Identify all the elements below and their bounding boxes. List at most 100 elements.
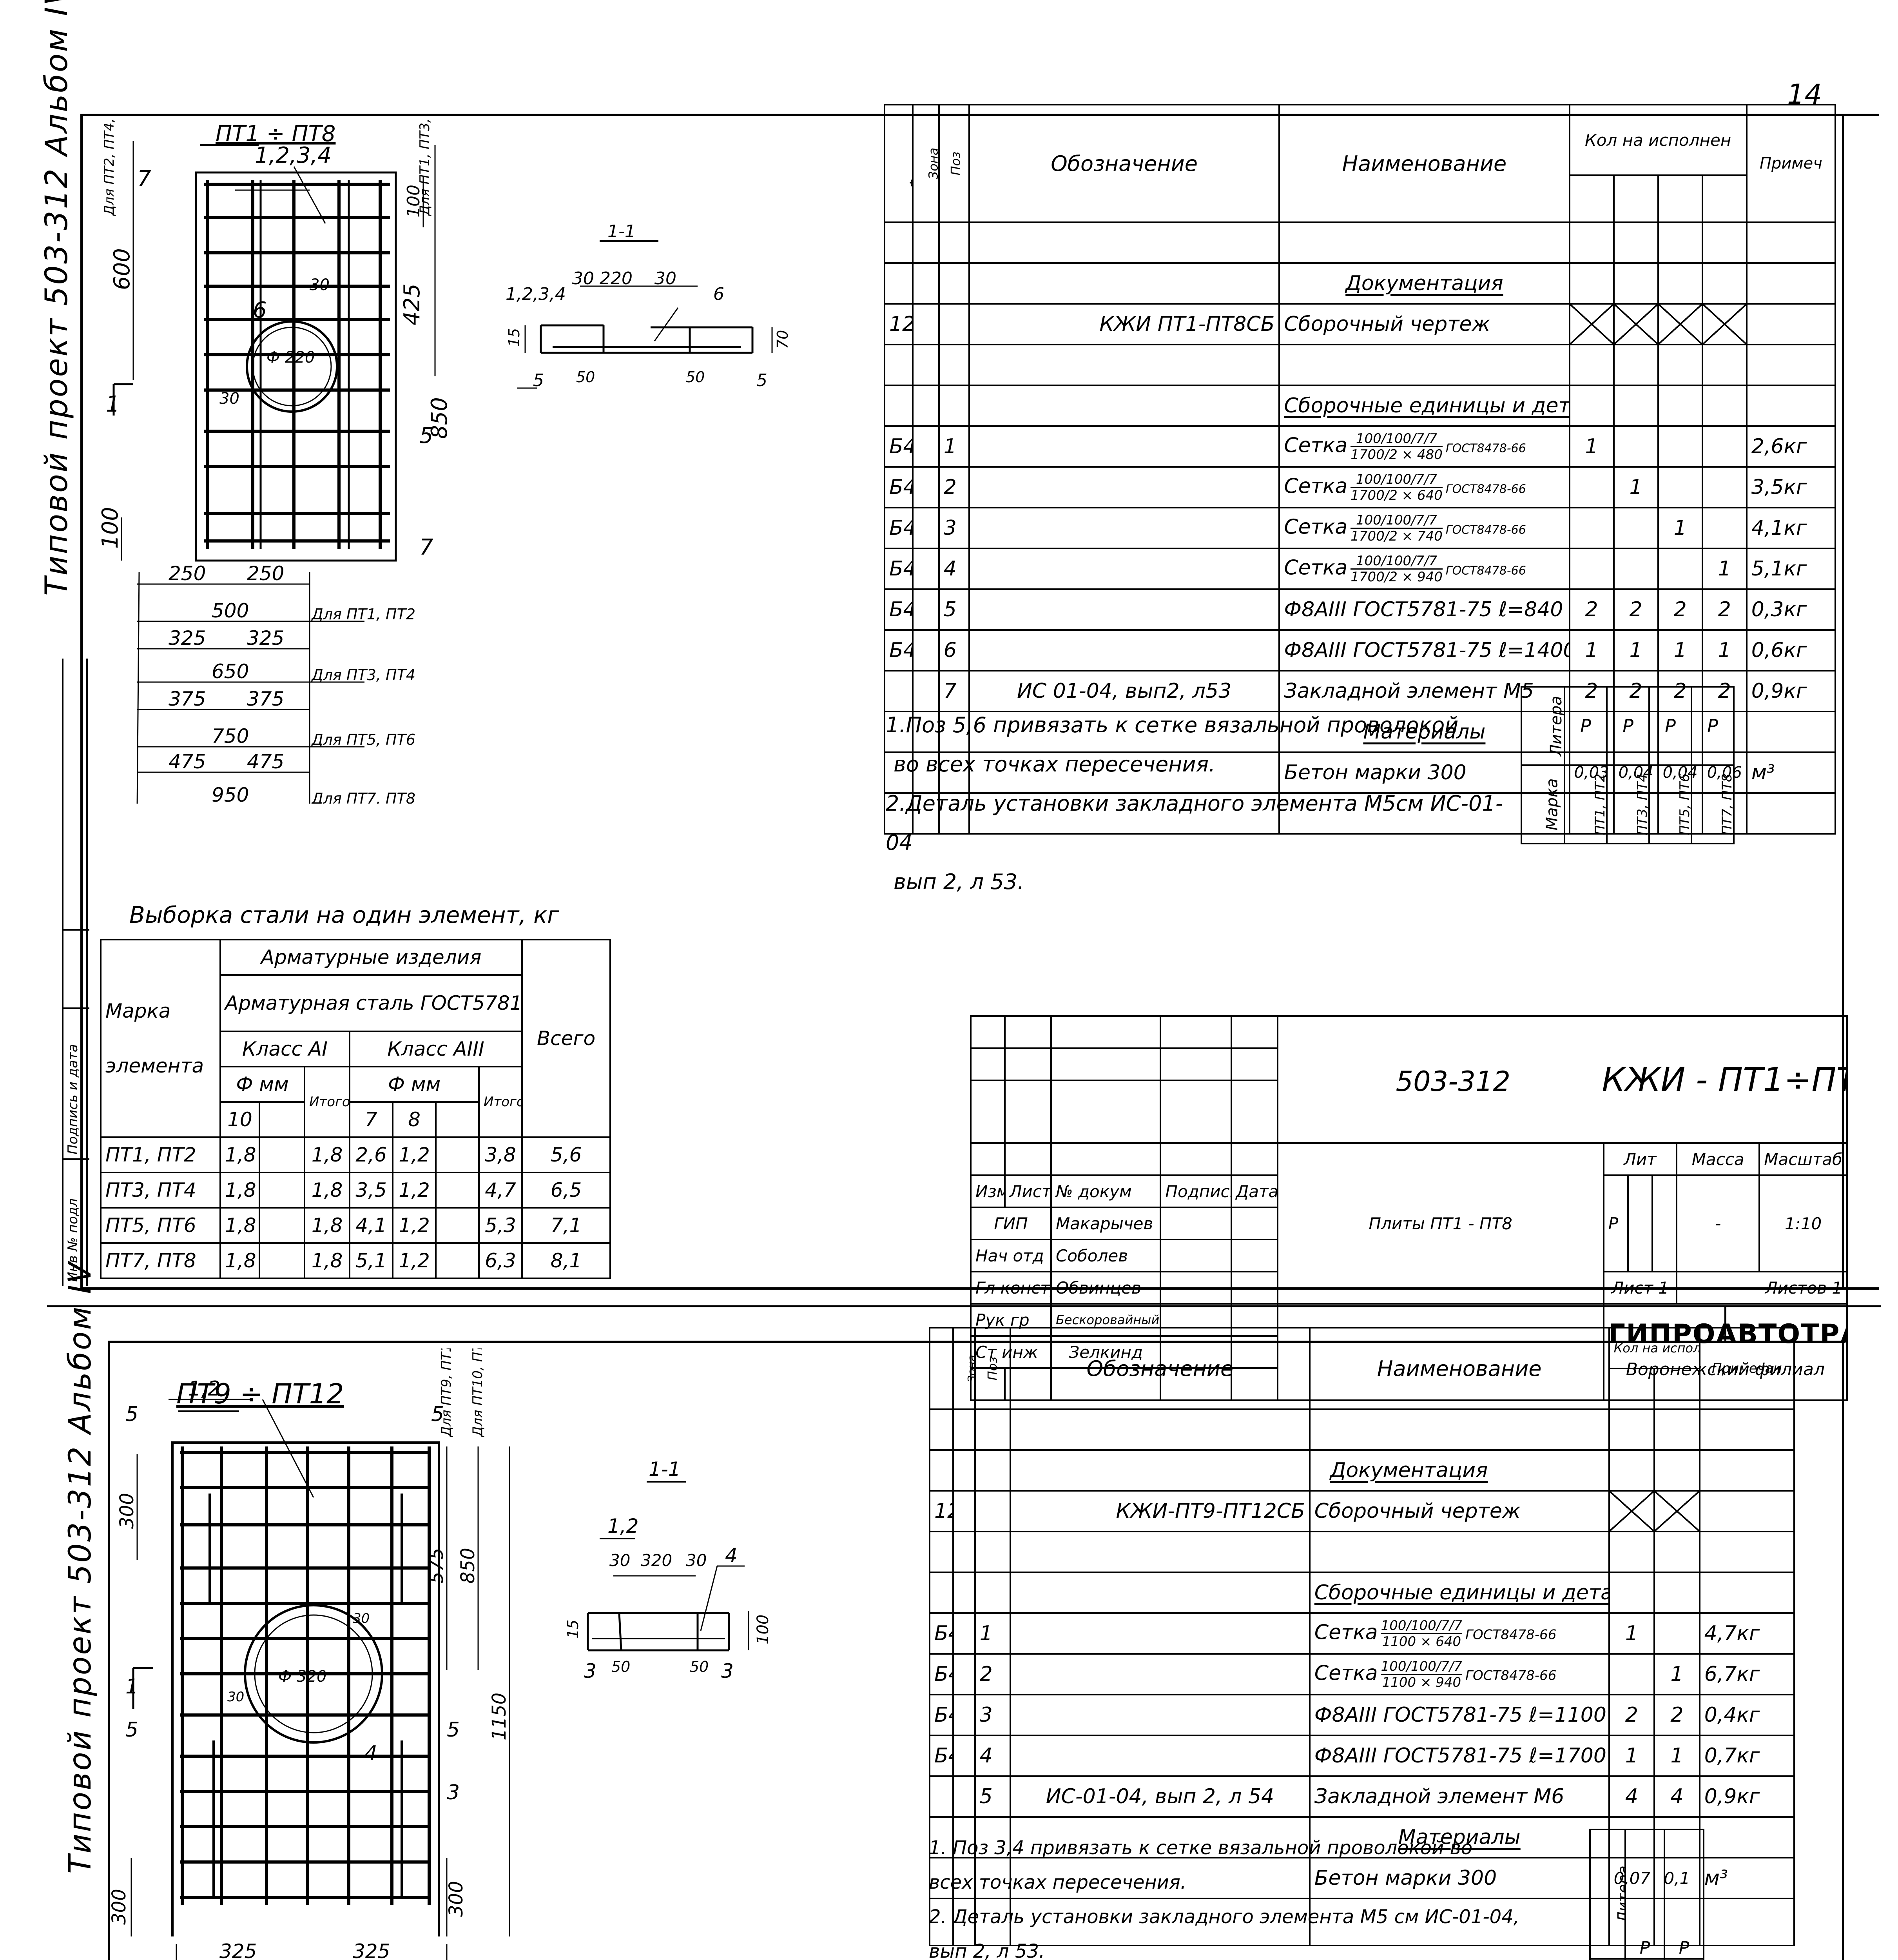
sheet-2-section-drawing: 1-1 1,2 4 3 3 30 320 30 50 50 15 100 — [564, 1458, 772, 1682]
svg-text:Для ПТ1, ПТ3, ПТ5, ПТ7: Для ПТ1, ПТ3, ПТ5, ПТ7 — [417, 118, 433, 216]
sheet-1-plan-drawing: ПТ1 ÷ ПТ8 1,2,3,4 7 6 5 7 30 30 Ф 220 60… — [98, 118, 452, 804]
svg-text:30: 30 — [353, 1611, 370, 1626]
svg-text:750: 750 — [212, 725, 249, 748]
spec-row: 12г КЖИ-ПТ9-ПТ12СБ Сборочный чертеж — [928, 1490, 1795, 1532]
svg-text:5: 5 — [125, 1403, 138, 1426]
svg-text:375: 375 — [247, 688, 284, 710]
svg-text:500: 500 — [212, 599, 249, 622]
svg-text:30: 30 — [572, 269, 594, 289]
svg-text:1,2: 1,2 — [188, 1377, 221, 1401]
sheet-1-title-block: 503-312 КЖИ - ПТ1÷ПТ8 Плиты ПТ1 - ПТ8 Ли… — [970, 1015, 1848, 1401]
svg-text:6: 6 — [713, 284, 724, 304]
svg-text:30: 30 — [686, 1551, 707, 1570]
svg-text:250: 250 — [247, 562, 284, 585]
svg-text:5: 5 — [756, 370, 767, 390]
svg-text:Ф 220: Ф 220 — [266, 348, 315, 367]
svg-text:5: 5 — [431, 1403, 444, 1426]
sheet-1-steel-table: Марка элемента Арматурные изделия Всего … — [100, 939, 611, 1279]
svg-text:7: 7 — [419, 535, 433, 560]
header-designation: Обозначение — [968, 104, 1280, 223]
svg-text:320: 320 — [641, 1551, 672, 1570]
svg-text:1: 1 — [125, 1675, 138, 1699]
svg-text:325: 325 — [247, 627, 284, 650]
tb-project: 503-312 — [1396, 1065, 1511, 1098]
svg-text:475: 475 — [247, 750, 284, 773]
sheet-1-side-label: Типовой проект 503-312 Альбом IV — [39, 0, 74, 596]
spec-header-row: Формат Зона Поз Обозначение Наименование… — [884, 104, 1836, 223]
svg-text:4: 4 — [364, 1742, 377, 1765]
sheet-1-litera-table: Литера Р Р Р Р Марка ПТ1, ПТ2 ПТ3, ПТ4 П… — [1521, 686, 1735, 844]
svg-text:30: 30 — [310, 276, 330, 294]
svg-text:Для ПТ5, ПТ6: Для ПТ5, ПТ6 — [311, 731, 415, 748]
svg-text:Для ПТ10, ПТ12: Для ПТ10, ПТ12 — [470, 1348, 486, 1437]
sheet-2-side-label: Типовой проект 503-312 Альбом IV — [63, 1261, 98, 1874]
svg-text:1: 1 — [106, 392, 120, 417]
svg-text:30: 30 — [227, 1689, 244, 1705]
svg-text:325: 325 — [219, 1940, 257, 1960]
svg-text:Для ПТ2, ПТ4, ПТ6, ПТ8: Для ПТ2, ПТ4, ПТ6, ПТ8 — [102, 118, 117, 216]
sheet-1-section-drawing: 1-1 30 220 30 1,2,3,4 6 5 5 50 50 15 70 — [506, 221, 791, 390]
svg-text:50: 50 — [576, 368, 595, 386]
sheet-divider — [47, 1305, 1881, 1307]
svg-text:15: 15 — [506, 328, 523, 347]
svg-text:100: 100 — [98, 507, 123, 549]
sheet-2-width-dims: 325 325 650 Для ПТ9, ПТ10 475 475 950 Дл… — [176, 1940, 448, 1960]
header-qty: Кол на испол — [1608, 1327, 1700, 1369]
svg-text:600: 600 — [109, 248, 135, 290]
margin-stamp-signature: Подпись и дата — [65, 1044, 81, 1154]
svg-text:4: 4 — [725, 1544, 738, 1567]
svg-text:5: 5 — [533, 370, 544, 390]
header-note: Примечан — [1699, 1327, 1795, 1410]
svg-text:3: 3 — [584, 1660, 596, 1682]
header-name: Наименование — [1278, 104, 1570, 223]
sheet-2-plan-drawing: ПТ9 ÷ ПТ12 1,2 5 5 5 5 4 3 30 30 Ф 320 3… — [110, 1348, 510, 1936]
svg-text:Ф 320: Ф 320 — [278, 1668, 327, 1686]
sheet-1-notes: 1.Поз 5,6 привязать к сетке вязальной пр… — [886, 713, 1503, 894]
svg-text:7: 7 — [137, 166, 151, 192]
spec-section-units: Сборочные единицы и детали — [884, 385, 1836, 427]
svg-text:5: 5 — [447, 1718, 460, 1742]
svg-text:250: 250 — [169, 562, 206, 585]
spec-section-docs: Документация — [928, 1449, 1795, 1492]
sheet-2-litera-table: Литера Р Р Марка ПТ9, ПТ10 ПТ11, ПТ12 — [1589, 1829, 1704, 1960]
svg-text:15: 15 — [564, 1620, 582, 1639]
svg-text:375: 375 — [169, 688, 206, 710]
svg-text:850: 850 — [427, 397, 452, 439]
svg-text:50: 50 — [686, 368, 705, 386]
sheet-1-right-border — [1842, 114, 1844, 1290]
svg-text:475: 475 — [169, 750, 206, 773]
svg-text:Для ПТ1, ПТ2: Для ПТ1, ПТ2 — [311, 606, 415, 623]
svg-text:1-1: 1-1 — [607, 221, 636, 241]
plan-title: ПТ9 ÷ ПТ12 — [176, 1378, 344, 1410]
header-name: Наименование — [1309, 1327, 1610, 1410]
svg-text:30: 30 — [609, 1551, 630, 1570]
svg-text:30: 30 — [654, 269, 676, 289]
svg-text:300: 300 — [110, 1889, 130, 1925]
svg-text:6: 6 — [253, 298, 267, 323]
svg-text:325: 325 — [169, 627, 206, 650]
plan-title: ПТ1 ÷ ПТ8 — [216, 121, 335, 147]
svg-text:Для ПТ7, ПТ8: Для ПТ7, ПТ8 — [311, 790, 415, 804]
header-designation: Обозначение — [1010, 1327, 1311, 1410]
svg-text:Для ПТ9, ПТ11: Для ПТ9, ПТ11 — [439, 1348, 454, 1437]
svg-text:1,2,3,4: 1,2,3,4 — [255, 143, 332, 168]
svg-text:3: 3 — [447, 1781, 460, 1804]
header-qty: Кол на исполнен — [1568, 104, 1748, 176]
spec-section-units: Сборочные единицы и детали — [928, 1572, 1795, 1614]
spec-row: Б44 Ф8АIII ГОСТ5781-75 ℓ=1700 11 0,7кг — [928, 1735, 1795, 1777]
svg-text:220: 220 — [600, 269, 633, 289]
sheet-2-spec-table: Формат Зона Поз Обозначение Наименование… — [928, 1327, 1795, 1946]
spec-row: 12г КЖИ ПТ1-ПТ8СБ Сборочный чертеж — [884, 303, 1836, 345]
sheet-1-spec-table: Формат Зона Поз Обозначение Наименование… — [884, 104, 1836, 835]
